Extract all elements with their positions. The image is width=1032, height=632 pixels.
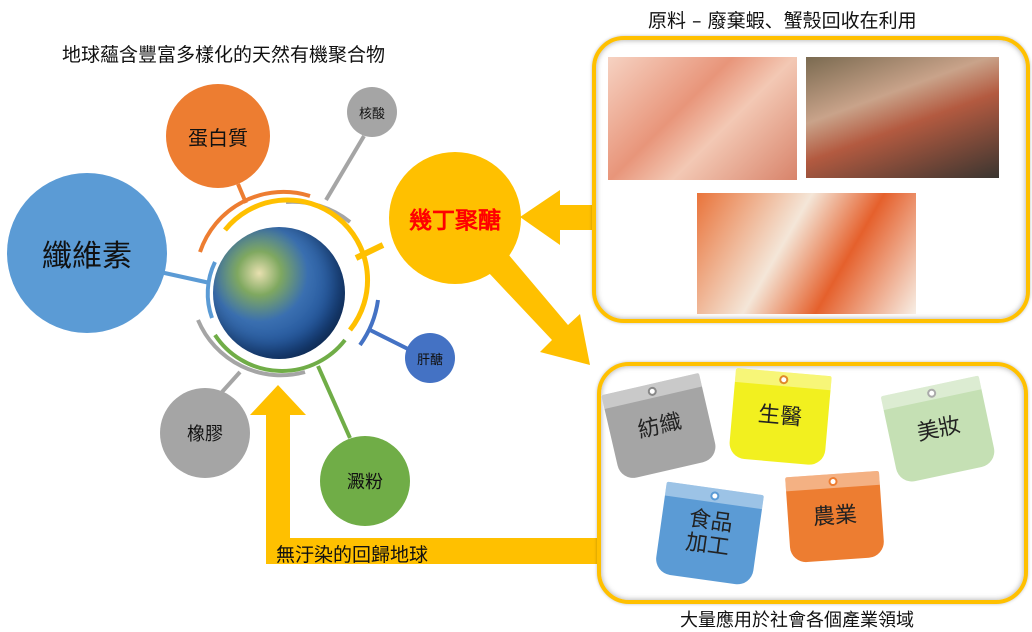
chitosan-node: 幾丁聚醣 <box>389 152 521 284</box>
starch-connector <box>316 365 352 439</box>
note-label: 農業 <box>812 502 858 531</box>
cellulose-node: 纖維素 <box>7 173 167 333</box>
rubber-connector <box>220 370 242 394</box>
protein-node: 蛋白質 <box>166 84 270 188</box>
crab-leg-shell-photo <box>806 57 999 178</box>
nucleic-acid-node: 核酸 <box>347 87 397 137</box>
input-arrow <box>520 190 592 245</box>
bottom-caption: 大量應用於社會各個產業領域 <box>680 610 914 631</box>
note-food-processing: 食品加工 <box>654 481 764 587</box>
cellulose-arc <box>205 261 217 319</box>
note-label: 食品加工 <box>683 505 735 561</box>
chitosan-arc <box>223 197 371 332</box>
starch-node: 澱粉 <box>320 436 410 526</box>
note-label: 紡織 <box>635 409 685 444</box>
note-agriculture: 農業 <box>785 470 885 564</box>
rubber-arc <box>196 319 306 378</box>
nucleic-connector <box>324 134 366 202</box>
output-arrow <box>488 254 590 365</box>
protein-arc <box>198 189 311 253</box>
cellulose-connector <box>159 270 211 285</box>
note-biomedical: 生醫 <box>728 367 832 467</box>
shrimp-shell-photo <box>608 57 797 180</box>
right-title: 原料 – 廢棄蝦、蟹殼回收在利用 <box>648 10 917 32</box>
rubber-node: 橡膠 <box>160 388 250 478</box>
starch-arc <box>213 333 347 373</box>
crab-shell-photo <box>697 193 916 314</box>
earth-image <box>213 227 345 359</box>
note-label: 生醫 <box>757 402 804 431</box>
left-title: 地球蘊含豐富多樣化的天然有機聚合物 <box>62 44 386 66</box>
return-arrow <box>250 385 597 564</box>
note-label: 美妝 <box>914 412 963 447</box>
glycogen-node: 肝醣 <box>405 333 455 383</box>
return-label: 無汙染的回歸地球 <box>276 544 429 566</box>
glycogen-connector <box>369 328 411 352</box>
glycogen-arc <box>358 299 380 347</box>
chitosan-connector <box>354 242 385 261</box>
